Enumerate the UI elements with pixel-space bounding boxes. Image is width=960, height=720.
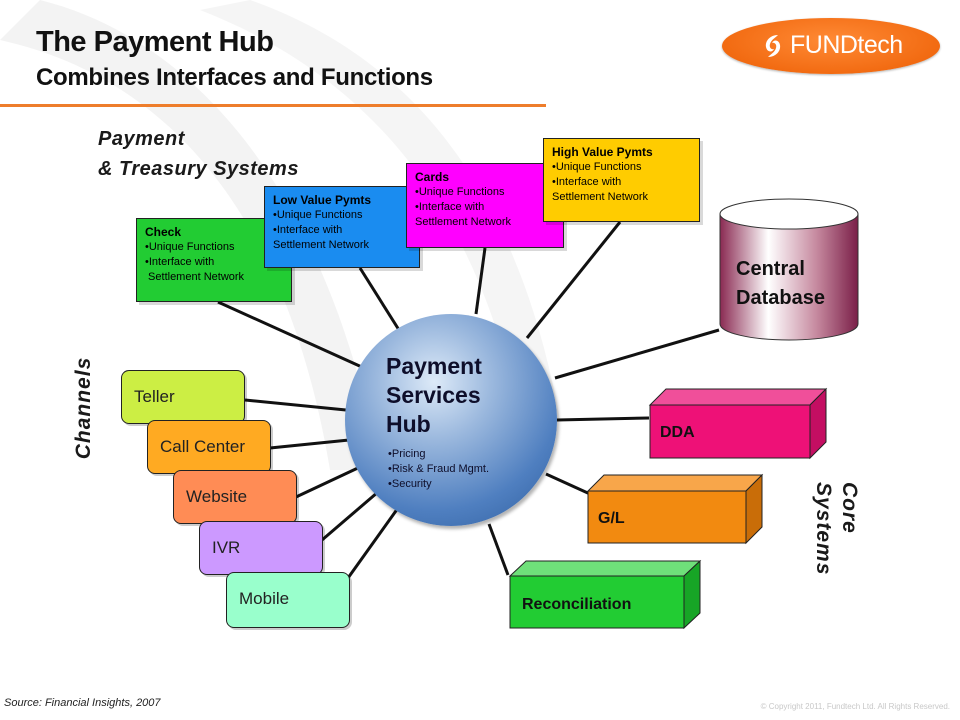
line-cards xyxy=(474,247,487,315)
reconciliation-box xyxy=(508,559,702,630)
hub-title-line: Hub xyxy=(386,411,431,437)
reconciliation-label: Reconciliation xyxy=(522,596,632,613)
slide-subtitle: Combines Interfaces and Functions xyxy=(36,64,433,91)
line-low-value xyxy=(358,267,401,331)
high-value-title: High Value Pymts xyxy=(552,145,653,159)
hub-feature: Risk & Fraud Mgmt. xyxy=(388,462,489,477)
low-value-title: Low Value Pymts xyxy=(273,193,372,207)
logo-text: FUNDtech xyxy=(790,31,903,59)
payment-treasury-label: Payment & Treasury Systems xyxy=(98,124,299,184)
core-line2: Systems xyxy=(812,482,835,576)
high-value-bullet: Interface with xyxy=(552,175,691,190)
fundtech-swirl-icon xyxy=(765,35,781,57)
line-recon xyxy=(487,523,510,576)
db-line2: Database xyxy=(736,287,825,309)
payment-services-hub: Payment Services Hub Pricing Risk & Frau… xyxy=(345,314,557,526)
hub-feature: Pricing xyxy=(388,447,489,462)
pts-line2: & Treasury Systems xyxy=(98,158,299,180)
line-gl xyxy=(545,472,591,496)
title-underline xyxy=(0,104,546,107)
low-value-system-box: Low Value Pymts Unique Functions Interfa… xyxy=(264,186,420,268)
hub-title-line: Services xyxy=(386,382,481,408)
channel-ivr: IVR xyxy=(199,521,323,575)
central-database-label: Central Database xyxy=(736,255,825,313)
hub-features: Pricing Risk & Fraud Mgmt. Security xyxy=(388,447,489,492)
line-mobile xyxy=(346,507,400,579)
high-value-bullet: Unique Functions xyxy=(552,160,691,175)
line-website xyxy=(295,465,361,499)
core-line1: Core xyxy=(838,482,861,534)
dda-label: DDA xyxy=(660,424,695,441)
copyright-note: © Copyright 2011, Fundtech Ltd. All Righ… xyxy=(760,702,950,711)
line-teller xyxy=(244,398,347,412)
hub-feature: Security xyxy=(388,477,489,492)
channel-website: Website xyxy=(173,470,297,524)
low-value-bullet: Unique Functions xyxy=(273,208,411,223)
cards-bullet-cont: Settlement Network xyxy=(415,216,511,228)
gl-label: G/L xyxy=(598,510,625,527)
pts-line1: Payment xyxy=(98,128,185,150)
core-systems-label: Core Systems xyxy=(810,482,862,575)
check-bullet: Unique Functions xyxy=(145,240,283,255)
cards-bullet: Unique Functions xyxy=(415,185,555,200)
hub-title: Payment Services Hub xyxy=(386,352,482,439)
source-note: Source: Financial Insights, 2007 xyxy=(4,697,161,709)
line-high-value xyxy=(525,221,622,339)
line-check xyxy=(217,300,365,370)
low-value-bullet-cont: Settlement Network xyxy=(273,239,369,251)
line-ivr xyxy=(321,490,379,542)
channel-teller: Teller xyxy=(121,370,245,424)
channels-label: Channels xyxy=(72,356,95,460)
cards-system-box: Cards Unique Functions Interface with Se… xyxy=(406,163,564,248)
low-value-bullet: Interface with xyxy=(273,223,411,238)
slide-title: The Payment Hub xyxy=(36,26,274,58)
check-bullet: Interface with xyxy=(145,255,283,270)
fundtech-logo: FUNDtech xyxy=(722,18,940,74)
dda-box xyxy=(648,387,828,460)
line-callcenter xyxy=(269,438,350,450)
check-bullet-cont: Settlement Network xyxy=(145,271,245,283)
line-dda xyxy=(556,416,650,422)
central-database-cylinder xyxy=(719,198,859,341)
check-title: Check xyxy=(145,225,182,239)
line-database xyxy=(554,328,720,380)
channel-call-center: Call Center xyxy=(147,420,271,474)
hub-title-line: Payment xyxy=(386,353,482,379)
gl-box xyxy=(586,473,764,545)
channel-mobile: Mobile xyxy=(226,572,350,628)
db-line1: Central xyxy=(736,258,805,280)
cards-title: Cards xyxy=(415,170,450,184)
high-value-bullet-cont: Settlement Network xyxy=(552,191,648,203)
high-value-system-box: High Value Pymts Unique Functions Interf… xyxy=(543,138,700,222)
cards-bullet: Interface with xyxy=(415,200,555,215)
